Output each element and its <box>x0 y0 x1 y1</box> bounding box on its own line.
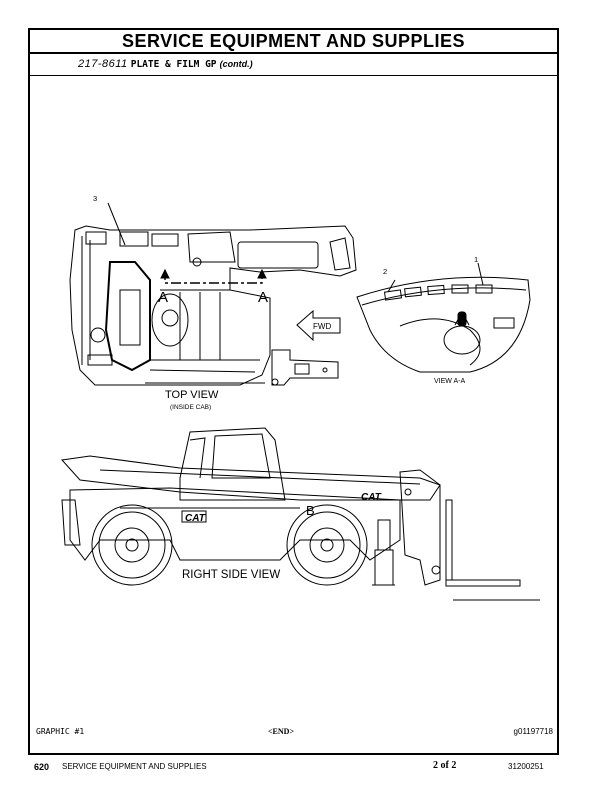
callout-b: B <box>306 503 315 518</box>
graphic-id: g01197718 <box>513 727 553 736</box>
page-frame: SERVICE EQUIPMENT AND SUPPLIES 217-8611 … <box>28 28 559 755</box>
cat-decal-rear <box>181 510 207 523</box>
graphic-label: GRAPHIC #1 <box>36 727 85 736</box>
top-view-label: TOP VIEW <box>165 389 219 401</box>
section-a-right: A <box>258 289 268 306</box>
cat-logo-boom: CAT <box>361 492 382 503</box>
part-number: 217-8611 <box>78 58 128 70</box>
fwd-label: FWD <box>313 322 331 331</box>
fwd-arrow <box>296 309 341 342</box>
bracket-drawing <box>271 349 339 386</box>
top-view-drawing <box>69 225 357 386</box>
part-name: PLATE & FILM GP <box>130 59 217 70</box>
footer-section: SERVICE EQUIPMENT AND SUPPLIES <box>62 762 207 771</box>
footer-page-number: 620 <box>34 762 50 772</box>
page-title: SERVICE EQUIPMENT AND SUPPLIES <box>30 30 557 54</box>
callout-3: 3 <box>93 194 97 203</box>
machine-side-drawing <box>61 427 540 601</box>
callout-1: 1 <box>474 255 478 264</box>
footer-doc-id: 31200251 <box>508 762 544 771</box>
cat-logo-rear: CAT <box>185 513 206 524</box>
callout-2: 2 <box>383 267 387 276</box>
section-arrows <box>107 202 267 284</box>
end-label: <END> <box>268 727 295 736</box>
part-header: 217-8611 PLATE & FILM GP (contd.) <box>30 54 557 76</box>
inside-cab-label: (INSIDE CAB) <box>170 404 211 411</box>
right-side-view-label: RIGHT SIDE VIEW <box>182 569 280 581</box>
footer-page-of: 2 of 2 <box>433 760 457 771</box>
view-aa-drawing <box>356 262 531 373</box>
section-a-left: A <box>158 289 168 306</box>
continued-label: (contd.) <box>219 59 253 69</box>
view-aa-label: VIEW A-A <box>434 378 465 385</box>
